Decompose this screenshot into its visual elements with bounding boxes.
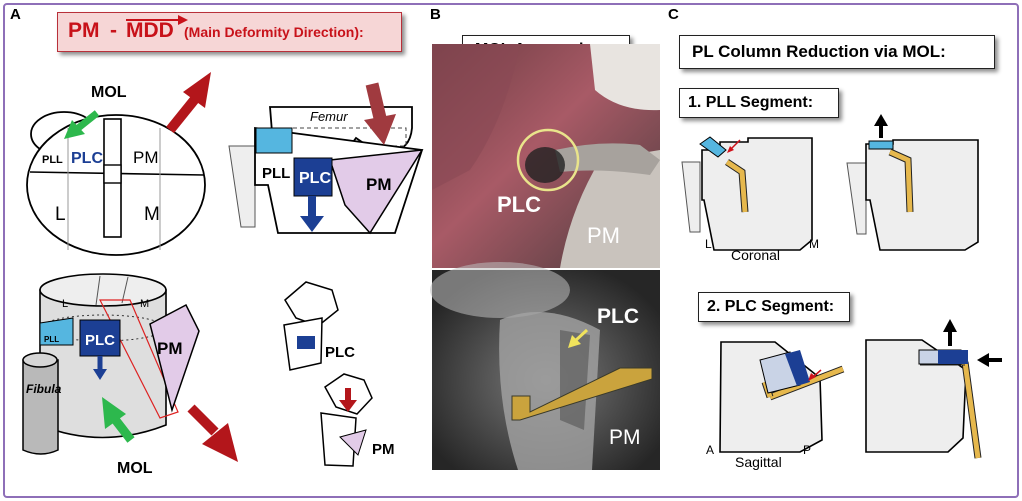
photo-plc-label: PLC bbox=[497, 192, 541, 217]
step2-box: 2. PLC Segment: bbox=[698, 292, 850, 322]
sagittal-view-label: Sagittal bbox=[735, 454, 782, 470]
panel-a-label: A bbox=[10, 6, 21, 23]
sagittal-a-label: A bbox=[706, 443, 714, 457]
plc-small-diagram bbox=[283, 281, 339, 371]
plateau-pll-label: PLL bbox=[42, 154, 63, 166]
iso-pm-label: PM bbox=[157, 339, 183, 358]
plateau-mol-label: MOL bbox=[91, 84, 127, 101]
panel-c-label: C bbox=[668, 6, 679, 23]
coronal-m-label: M bbox=[809, 237, 819, 251]
blue-arrow-icon bbox=[93, 356, 107, 380]
fibula-label: Fibula bbox=[26, 382, 62, 396]
panel-a-title-box: PM - MDD (Main Deformity Direction): bbox=[57, 12, 402, 52]
sagittal-p-label: P bbox=[803, 443, 811, 457]
plc-sagittal-diagram-before bbox=[719, 341, 845, 453]
red-arrow-icon bbox=[364, 82, 396, 145]
photo-pm-label: PM bbox=[587, 223, 620, 248]
coronal-pm-label: PM bbox=[366, 175, 392, 194]
small-pm-label: PM bbox=[372, 441, 395, 458]
title-dash: - bbox=[110, 19, 117, 42]
red-arrow-icon bbox=[187, 404, 238, 462]
mol-approach-photo bbox=[432, 44, 660, 268]
red-arrow-icon bbox=[339, 388, 357, 412]
plateau-l-label: L bbox=[55, 204, 66, 225]
panel-b-label: B bbox=[430, 6, 441, 23]
coronal-plc-label: PLC bbox=[299, 170, 331, 187]
title-pm: PM bbox=[68, 19, 100, 42]
pll-coronal-diagram-after bbox=[846, 139, 979, 251]
coronal-knee-diagram bbox=[228, 106, 424, 235]
plc-sagittal-diagram-after bbox=[865, 339, 982, 459]
iso-l-label: L bbox=[62, 298, 68, 310]
coronal-l-label: L bbox=[705, 237, 712, 251]
step1-box: 1. PLL Segment: bbox=[679, 88, 839, 118]
ct-plate-overlay bbox=[511, 367, 653, 421]
green-arrow-icon bbox=[64, 110, 100, 139]
red-arrow-icon bbox=[166, 72, 211, 134]
plateau-pm-label: PM bbox=[133, 148, 159, 167]
plateau-m-label: M bbox=[144, 204, 160, 225]
ct-plc-label: PLC bbox=[597, 305, 639, 328]
black-arrow-icon bbox=[943, 319, 957, 346]
pll-coronal-diagram-before bbox=[681, 136, 813, 251]
plateau-plc-label: PLC bbox=[71, 150, 103, 167]
green-arrow-icon bbox=[102, 397, 135, 443]
iso-m-label: M bbox=[140, 298, 149, 310]
iso-plc-label: PLC bbox=[85, 332, 115, 349]
small-plc-label: PLC bbox=[325, 344, 355, 361]
isometric-tibia-diagram bbox=[22, 273, 200, 455]
blue-arrow-icon bbox=[300, 196, 324, 232]
figure-frame bbox=[3, 3, 1019, 498]
red-arrow-icon bbox=[727, 139, 741, 153]
red-arrow-icon bbox=[808, 369, 822, 381]
panel-c-title: PL Column Reduction via MOL: bbox=[692, 42, 946, 61]
mdd-overline-icon bbox=[126, 15, 188, 25]
iso-pll-label: PLL bbox=[44, 335, 59, 344]
plc-highlight-circle bbox=[516, 128, 580, 192]
femur-label: Femur bbox=[310, 109, 348, 124]
coronal-view-label: Coronal bbox=[731, 247, 780, 263]
step2-label: 2. PLC Segment: bbox=[707, 298, 835, 315]
title-paren: (Main Deformity Direction): bbox=[184, 24, 364, 40]
panel-c-title-box: PL Column Reduction via MOL: bbox=[679, 35, 995, 69]
black-arrow-icon bbox=[874, 114, 888, 138]
step1-label: 1. PLL Segment: bbox=[688, 94, 814, 111]
pm-small-diagram bbox=[320, 373, 373, 467]
yellow-arrow-icon bbox=[568, 328, 589, 348]
title-mdd: MDD bbox=[126, 19, 174, 42]
ct-pm-label: PM bbox=[609, 426, 641, 449]
coronal-pll-label: PLL bbox=[262, 165, 290, 182]
black-arrow-icon bbox=[977, 353, 1002, 367]
iso-mol-label: MOL bbox=[117, 460, 153, 477]
tibial-plateau-diagram bbox=[26, 111, 206, 256]
